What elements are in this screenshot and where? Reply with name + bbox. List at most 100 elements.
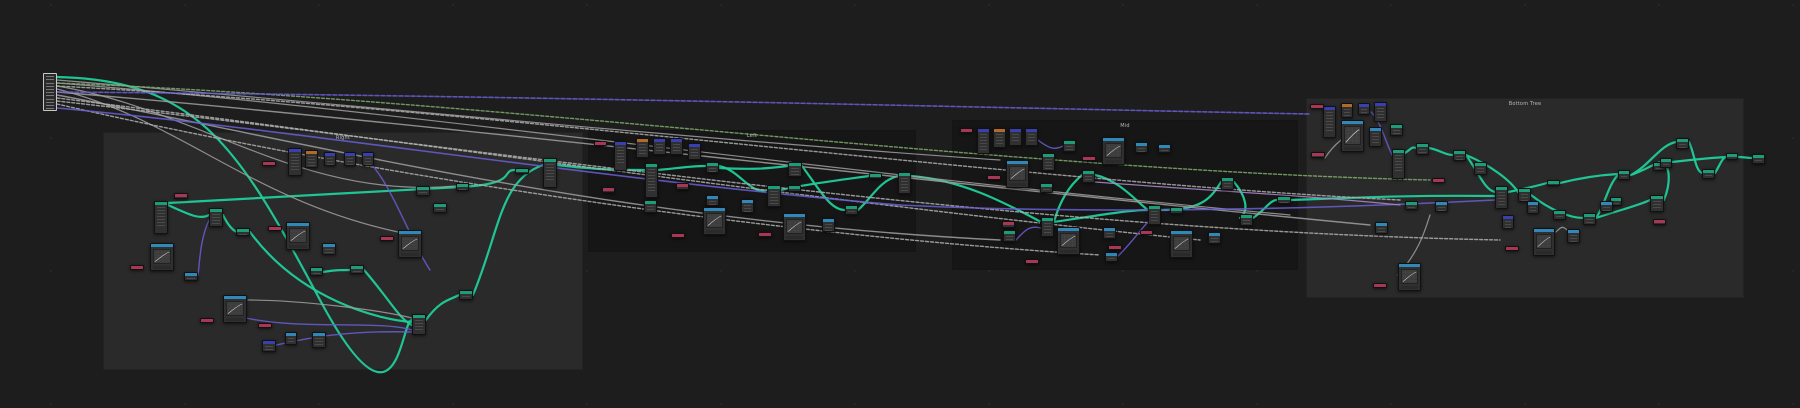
- node[interactable]: [1618, 170, 1630, 180]
- node-header[interactable]: [823, 219, 834, 222]
- node-header[interactable]: [1342, 121, 1363, 124]
- node[interactable]: [1042, 153, 1055, 171]
- node[interactable]: [209, 208, 223, 227]
- node[interactable]: [1158, 144, 1171, 153]
- node[interactable]: [1040, 183, 1053, 193]
- node[interactable]: [1277, 196, 1291, 204]
- node-header[interactable]: [434, 204, 446, 207]
- curve-widget[interactable]: [1344, 126, 1361, 145]
- node-header[interactable]: [1159, 145, 1170, 148]
- group-input-socket[interactable]: [46, 79, 54, 81]
- node-header[interactable]: [1753, 155, 1764, 158]
- node-header[interactable]: [381, 237, 393, 240]
- float-curve-node[interactable]: [398, 230, 422, 258]
- node[interactable]: [1390, 124, 1403, 136]
- node-header[interactable]: [1496, 187, 1507, 190]
- node-header[interactable]: [978, 129, 989, 132]
- node[interactable]: [1240, 214, 1253, 226]
- float-curve-node[interactable]: [1006, 160, 1029, 188]
- input-value-node[interactable]: [1140, 230, 1153, 235]
- node-header[interactable]: [1109, 246, 1121, 249]
- node-header[interactable]: [201, 319, 213, 322]
- node-header[interactable]: [1278, 197, 1290, 200]
- node-header[interactable]: [595, 142, 606, 145]
- node-header[interactable]: [1209, 233, 1220, 236]
- node-header[interactable]: [1004, 231, 1015, 234]
- node-header[interactable]: [672, 234, 684, 237]
- node-header[interactable]: [1058, 228, 1079, 231]
- node[interactable]: [822, 218, 835, 232]
- group-input-node[interactable]: [43, 73, 57, 111]
- node[interactable]: [869, 173, 882, 179]
- node-header[interactable]: [1651, 196, 1663, 199]
- node[interactable]: [1660, 158, 1672, 168]
- node-header[interactable]: [1141, 231, 1152, 234]
- node-header[interactable]: [1241, 215, 1252, 218]
- node-header[interactable]: [544, 159, 556, 162]
- input-value-node[interactable]: [594, 141, 607, 146]
- node-header[interactable]: [1611, 198, 1621, 201]
- node[interactable]: [236, 228, 250, 236]
- node-header[interactable]: [1026, 129, 1037, 132]
- node-header[interactable]: [1554, 211, 1565, 214]
- node-header[interactable]: [1043, 154, 1054, 157]
- node[interactable]: [1392, 149, 1405, 179]
- node-header[interactable]: [1475, 163, 1486, 166]
- node[interactable]: [1435, 201, 1448, 212]
- input-value-node[interactable]: [200, 318, 214, 323]
- float-curve-node[interactable]: [783, 213, 806, 241]
- group-input-socket[interactable]: [46, 108, 54, 110]
- node[interactable]: [305, 150, 318, 168]
- curve-widget[interactable]: [706, 213, 723, 228]
- input-value-node[interactable]: [130, 265, 144, 270]
- input-value-node[interactable]: [258, 323, 272, 328]
- node[interactable]: [412, 314, 426, 335]
- node[interactable]: [1502, 215, 1514, 229]
- node[interactable]: [741, 199, 754, 213]
- node-header[interactable]: [784, 214, 805, 217]
- node[interactable]: [1341, 103, 1353, 118]
- node[interactable]: [1009, 128, 1022, 146]
- node[interactable]: [1105, 252, 1118, 262]
- node-header[interactable]: [870, 174, 881, 177]
- input-value-node[interactable]: [268, 226, 282, 231]
- node-header[interactable]: [1436, 202, 1447, 205]
- node-header[interactable]: [1677, 139, 1688, 142]
- node-header[interactable]: [1041, 184, 1052, 187]
- node[interactable]: [310, 267, 323, 276]
- node[interactable]: [1547, 180, 1560, 186]
- node-header[interactable]: [1342, 104, 1352, 107]
- node[interactable]: [644, 200, 657, 213]
- node-header[interactable]: [615, 142, 626, 145]
- frame-left[interactable]: Right: [103, 132, 583, 370]
- node[interactable]: [1063, 140, 1076, 152]
- node-header[interactable]: [1703, 170, 1714, 173]
- node[interactable]: [688, 143, 701, 160]
- node[interactable]: [416, 186, 430, 196]
- node-header[interactable]: [345, 153, 355, 156]
- float-curve-node[interactable]: [1341, 120, 1364, 152]
- node-header[interactable]: [131, 266, 143, 269]
- node-header[interactable]: [1064, 141, 1075, 144]
- input-value-node[interactable]: [380, 236, 394, 241]
- group-input-socket[interactable]: [46, 101, 54, 103]
- node-header[interactable]: [671, 139, 682, 142]
- input-value-node[interactable]: [1310, 104, 1324, 109]
- node[interactable]: [1405, 201, 1418, 210]
- node[interactable]: [154, 201, 168, 234]
- node-header[interactable]: [759, 233, 771, 236]
- node[interactable]: [1527, 201, 1539, 214]
- node[interactable]: [350, 265, 364, 274]
- node-header[interactable]: [707, 163, 718, 166]
- node-header[interactable]: [237, 229, 249, 232]
- input-value-node[interactable]: [671, 233, 685, 238]
- node-header[interactable]: [1003, 222, 1014, 225]
- float-curve-node[interactable]: [703, 207, 726, 235]
- node-header[interactable]: [637, 139, 648, 142]
- curve-widget[interactable]: [226, 301, 244, 316]
- node-header[interactable]: [289, 149, 301, 152]
- input-value-node[interactable]: [960, 128, 973, 133]
- input-value-node[interactable]: [262, 161, 276, 166]
- float-curve-node[interactable]: [1102, 137, 1125, 165]
- node[interactable]: [993, 128, 1006, 148]
